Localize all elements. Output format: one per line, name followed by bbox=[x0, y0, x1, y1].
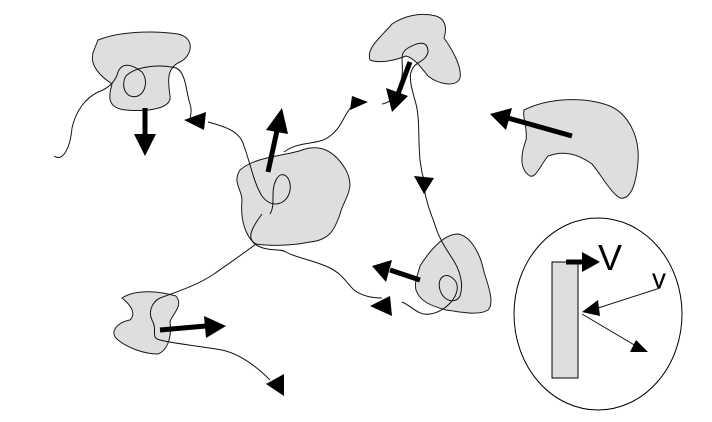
inset-incoming-line bbox=[591, 287, 661, 311]
inset-surface bbox=[551, 261, 579, 379]
arrowhead-bottom bbox=[266, 374, 284, 396]
trajectory-top-center-wander bbox=[381, 42, 429, 181]
trajectory-top-to-center bbox=[207, 121, 291, 215]
inset-label-V: V bbox=[598, 237, 622, 278]
inset-outgoing-arrowhead bbox=[630, 340, 648, 352]
velocity-arrow-bottom-left bbox=[159, 316, 226, 338]
velocity-arrow-top-left bbox=[134, 108, 156, 156]
blob-bottom-left bbox=[113, 291, 180, 355]
arrowhead-down-right bbox=[414, 176, 434, 194]
arrowhead-left bbox=[184, 112, 206, 130]
arrowhead-lower-left bbox=[370, 296, 392, 316]
velocity-arrow-center-up bbox=[265, 108, 288, 173]
blob-right bbox=[521, 99, 639, 199]
inset-big-velocity-arrow bbox=[566, 252, 600, 272]
inset-label-v: v bbox=[652, 263, 666, 294]
trajectory-center-down-left bbox=[149, 243, 271, 381]
inset-detail: V v bbox=[513, 217, 683, 411]
blob-center bbox=[236, 147, 351, 246]
velocity-arrow-lower-right bbox=[372, 260, 421, 283]
blob-top-center bbox=[368, 13, 461, 85]
trajectory-far-left bbox=[53, 64, 195, 158]
velocity-arrow-right bbox=[490, 108, 573, 139]
trajectory-right-descent bbox=[401, 187, 463, 315]
inset-outgoing-line bbox=[581, 313, 637, 347]
trajectory-center-to-top bbox=[283, 103, 357, 153]
blob-lower-right bbox=[415, 233, 492, 314]
inset-incoming-arrowhead bbox=[582, 300, 600, 316]
velocity-arrow-top-center bbox=[386, 61, 413, 112]
arrowhead-to-top-center bbox=[350, 96, 368, 110]
